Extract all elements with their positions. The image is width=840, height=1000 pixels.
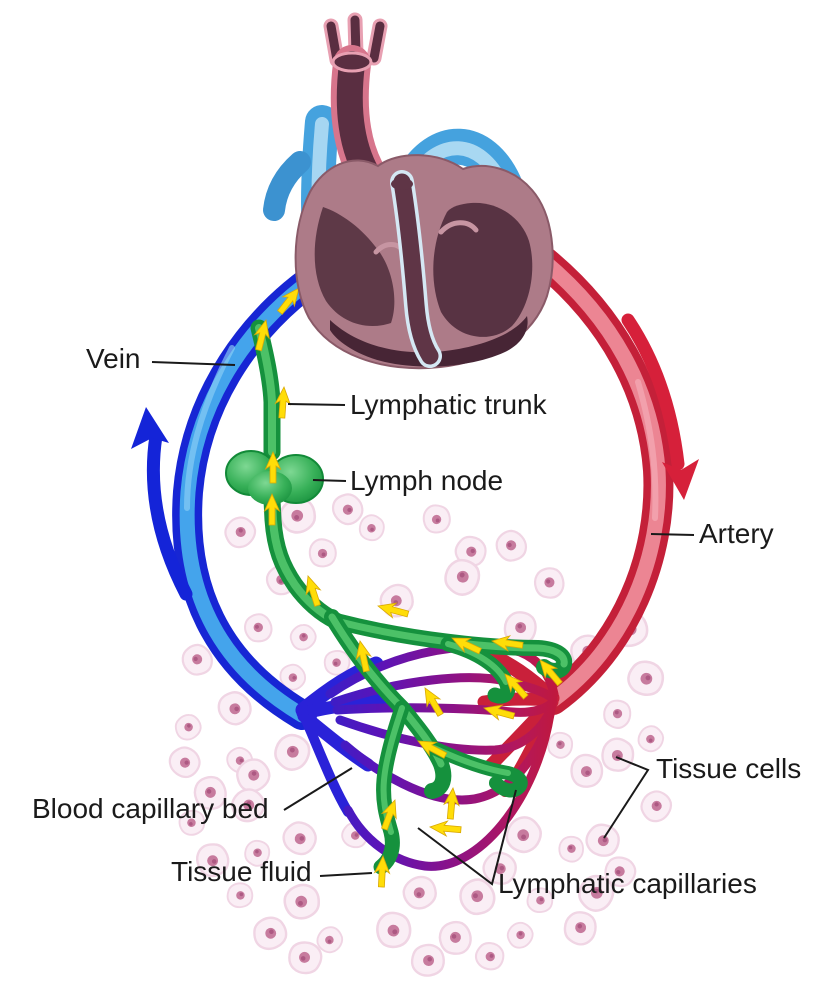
tissue-cell	[623, 656, 668, 700]
tissue-cell	[569, 753, 604, 789]
tissue-cell	[600, 697, 634, 731]
tissue-cell	[581, 819, 625, 862]
label-vein: Vein	[86, 343, 141, 374]
tissue-cell	[490, 524, 533, 568]
heart-ventricle-floor	[330, 316, 528, 367]
flow-arrow-icon	[428, 819, 463, 838]
label-tissue-fluid: Tissue fluid	[171, 856, 312, 887]
label-lines	[151, 361, 695, 886]
tissue-cell	[308, 538, 337, 568]
tissue-cell	[276, 815, 323, 861]
tissue-cell	[557, 835, 585, 864]
tissue-cell	[501, 917, 539, 954]
tissue-cell	[163, 740, 207, 784]
vein-direction-arrow	[131, 407, 193, 601]
label-lymphatic-trunk: Lymphatic trunk	[350, 389, 547, 420]
tissue-cell	[634, 784, 678, 828]
tissue-cell	[170, 709, 206, 745]
tissue-cell	[471, 938, 508, 974]
label-lymphatic-capillaries: Lymphatic capillaries	[498, 868, 757, 899]
label-lymph-node: Lymph node	[350, 465, 504, 496]
vein-label-line	[151, 361, 236, 366]
tissue-cell	[436, 918, 475, 958]
flow-arrow-icon	[418, 683, 448, 720]
lymphatic-capillaries-label-line	[417, 789, 517, 886]
heart-chamber-right	[314, 207, 395, 327]
lymph-node-shape	[225, 450, 324, 505]
tissue-cell	[560, 907, 601, 949]
lymphatic-trunk-label-line	[287, 403, 346, 406]
artery-label-line	[650, 533, 695, 536]
tissue-cell	[218, 510, 262, 554]
tissue-cell	[633, 720, 669, 757]
tissue-cell	[240, 609, 277, 647]
label-blood-capillary-bed: Blood capillary bed	[32, 793, 269, 824]
tissue-cell	[375, 910, 412, 949]
tissue-cell	[285, 619, 322, 656]
heart-chamber-left	[433, 202, 533, 337]
tissue-fluid-label-line	[319, 872, 373, 877]
lymph-node-label-line	[312, 479, 347, 482]
tissue-cell	[374, 578, 420, 623]
tissue-cell	[409, 942, 446, 978]
tissue-cell	[532, 565, 567, 601]
tissue-cell	[598, 735, 637, 775]
artery-direction-arrow	[621, 313, 699, 500]
label-artery: Artery	[699, 518, 774, 549]
tissue-cells-label-line	[603, 756, 650, 839]
heart-illustration	[263, 12, 554, 370]
blood-capillary-bed-label-line	[283, 767, 353, 811]
tissue-cell	[421, 503, 452, 535]
tissue-cell	[248, 912, 292, 955]
label-tissue-cells: Tissue cells	[656, 753, 802, 784]
tissue-cell	[397, 870, 443, 916]
